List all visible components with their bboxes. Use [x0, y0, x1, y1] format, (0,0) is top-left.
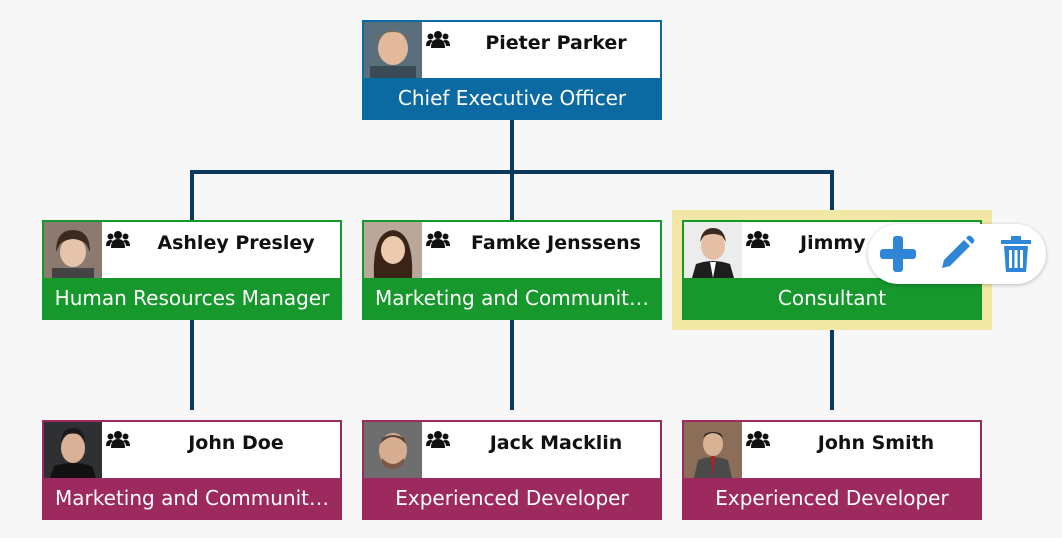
- avatar: [364, 422, 422, 478]
- avatar: [44, 422, 102, 478]
- node-title: Experienced Developer: [364, 478, 660, 518]
- pencil-icon[interactable]: [936, 234, 976, 274]
- node-title: Experienced Developer: [684, 478, 980, 518]
- avatar: [44, 222, 102, 278]
- node-header: John Doe: [44, 422, 340, 478]
- node-header: John Smith: [684, 422, 980, 478]
- group-icon: [746, 231, 770, 248]
- node-hr-manager[interactable]: Ashley Presley Human Resources Manager: [42, 220, 342, 320]
- node-name: John Doe: [188, 432, 284, 454]
- node-header: Pieter Parker: [364, 22, 660, 78]
- group-icon: [426, 431, 450, 448]
- node-john-doe[interactable]: John Doe Marketing and Communit…: [42, 420, 342, 520]
- group-icon: [426, 231, 450, 248]
- node-jack-macklin[interactable]: Jack Macklin Experienced Developer: [362, 420, 662, 520]
- connector-to-marketing: [510, 170, 514, 220]
- group-icon: [106, 431, 130, 448]
- node-name: John Smith: [817, 432, 935, 454]
- node-title: Consultant: [684, 278, 980, 318]
- trash-icon[interactable]: [996, 234, 1036, 274]
- node-header: Ashley Presley: [44, 222, 340, 278]
- connector-to-hr: [190, 170, 194, 220]
- group-icon: [426, 31, 450, 48]
- connector-consultant-down: [830, 320, 834, 410]
- node-title: Human Resources Manager: [44, 278, 340, 318]
- connector-ceo-down: [510, 120, 514, 172]
- node-name: Jimmy: [800, 232, 866, 254]
- plus-icon[interactable]: [878, 234, 918, 274]
- node-header: Jimmy: [684, 222, 980, 278]
- connector-marketing-down: [510, 320, 514, 410]
- connector-to-consultant: [830, 170, 834, 220]
- node-title: Marketing and Communit…: [44, 478, 340, 518]
- avatar: [684, 222, 742, 278]
- node-ceo[interactable]: Pieter Parker Chief Executive Officer: [362, 20, 662, 120]
- node-marketing[interactable]: Famke Jenssens Marketing and Communit…: [362, 220, 662, 320]
- node-title: Chief Executive Officer: [364, 78, 660, 118]
- node-header: Jack Macklin: [364, 422, 660, 478]
- node-name: Famke Jenssens: [471, 232, 641, 254]
- connector-hr-down: [190, 320, 194, 410]
- group-icon: [746, 431, 770, 448]
- node-name: Ashley Presley: [157, 232, 315, 254]
- node-title: Marketing and Communit…: [364, 278, 660, 318]
- node-header: Famke Jenssens: [364, 222, 660, 278]
- group-icon: [106, 231, 130, 248]
- avatar: [684, 422, 742, 478]
- avatar: [364, 22, 422, 78]
- node-name: Pieter Parker: [485, 32, 627, 54]
- node-name: Jack Macklin: [489, 432, 623, 454]
- avatar: [364, 222, 422, 278]
- node-john-smith[interactable]: John Smith Experienced Developer: [682, 420, 982, 520]
- node-action-toolbar: [868, 224, 1046, 284]
